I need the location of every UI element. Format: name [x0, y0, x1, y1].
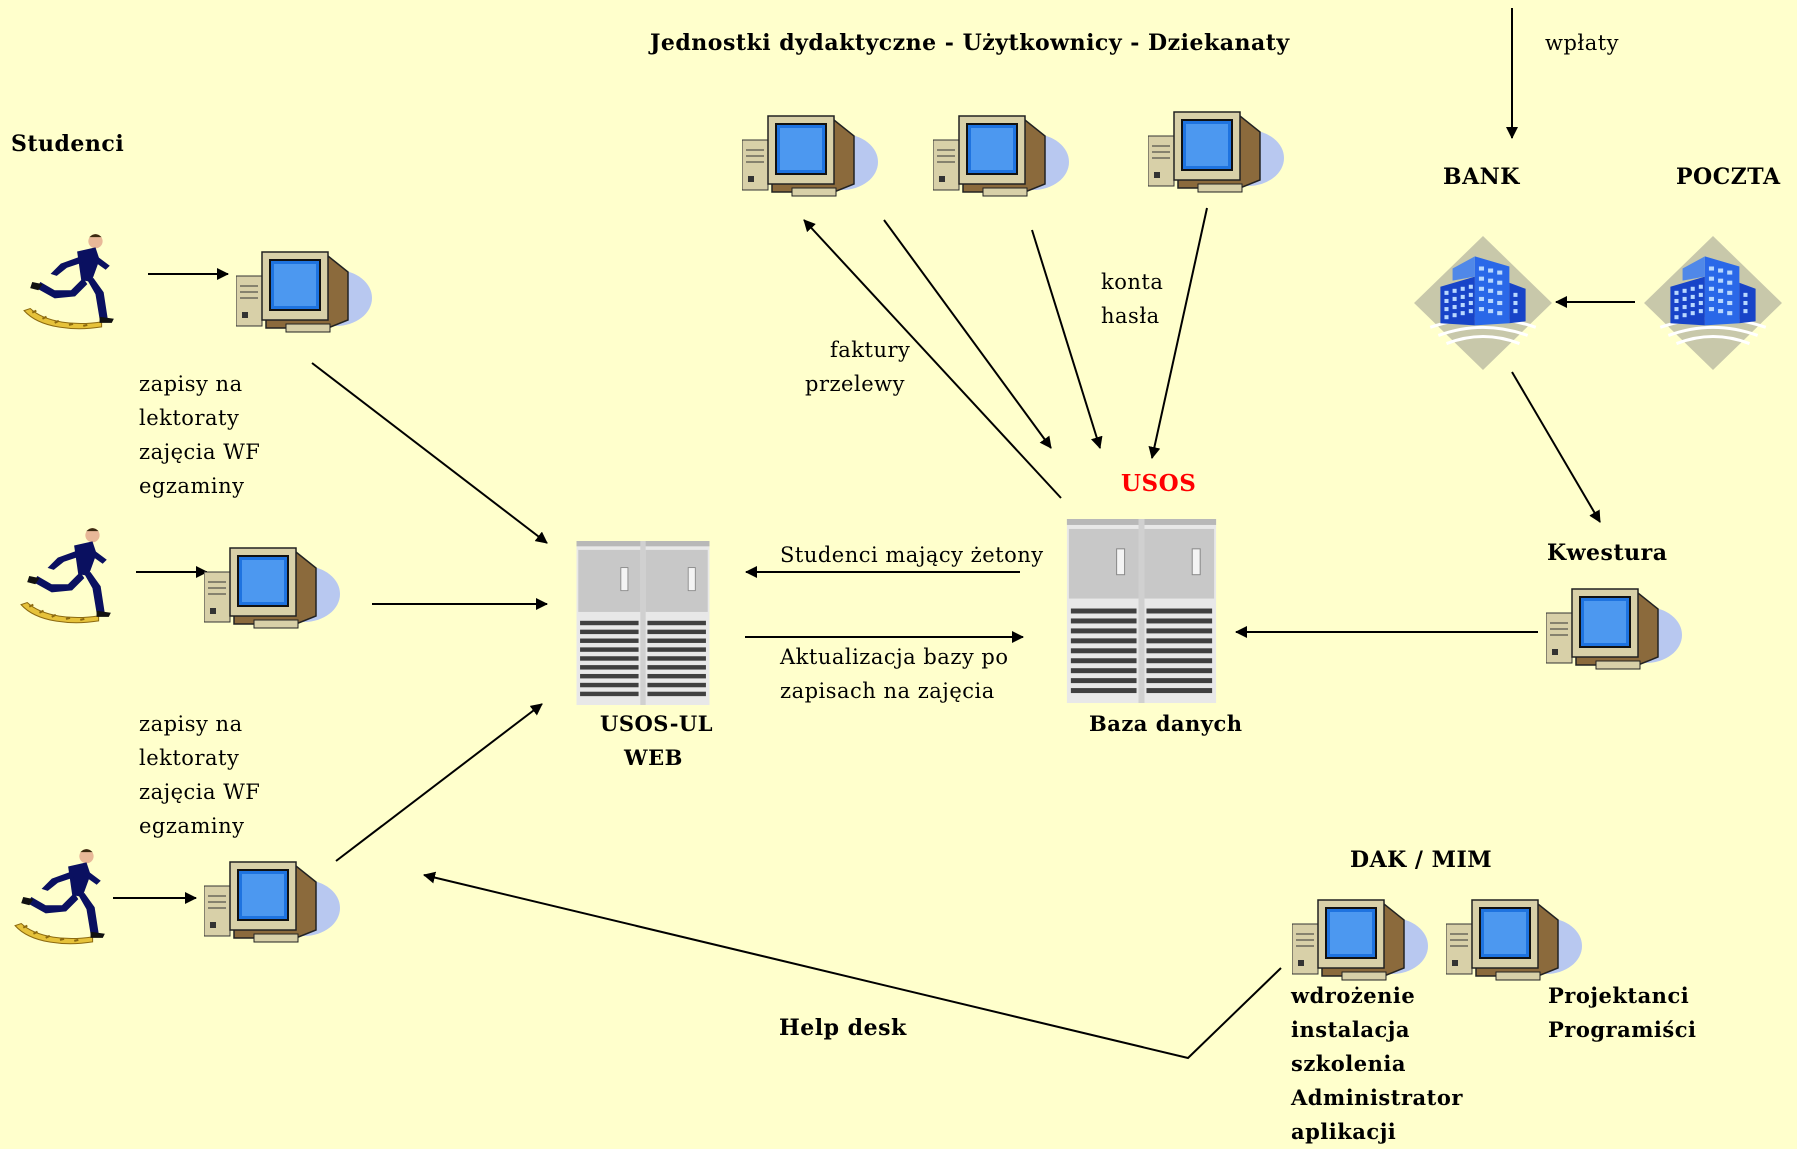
dak-mim-label: DAK / MIM	[1350, 847, 1493, 873]
running-student-icon	[14, 848, 106, 945]
aktualizacja-label: Aktualizacja bazy po	[780, 645, 1009, 669]
computer-icon	[204, 861, 341, 943]
studenci-label: Studenci	[11, 131, 125, 157]
zapisy-line: zapisy na	[139, 712, 243, 736]
computer-icon	[1446, 899, 1583, 981]
computer-icon	[236, 251, 373, 333]
arrow-help-desk	[423, 871, 1282, 1060]
usos-label: USOS	[1121, 470, 1197, 497]
konta-label: konta	[1101, 270, 1164, 294]
zapisy-line: zajęcia WF	[139, 780, 261, 804]
usos-ul-label: USOS-UL	[600, 711, 714, 736]
zapisy-line: egzaminy	[139, 814, 245, 838]
kwestura-label: Kwestura	[1547, 540, 1668, 566]
dak-task-line: aplikacji	[1291, 1119, 1397, 1144]
running-student-icon	[23, 233, 115, 330]
arrow-usos-to-pc-faktury	[803, 219, 1062, 499]
hasla-label: hasła	[1101, 304, 1160, 328]
zapisy-line: lektoraty	[139, 746, 240, 770]
dak-role-line: Projektanci	[1548, 983, 1690, 1008]
running-student-icon	[20, 527, 112, 624]
zapisy-line: zapisy na	[139, 372, 243, 396]
studenci-zetony-label: Studenci mający żetony	[780, 543, 1044, 567]
bank-building-icon	[1412, 234, 1554, 372]
arrow-pc-c-to-usos	[1148, 207, 1208, 459]
computer-icon	[1546, 588, 1683, 670]
przelewy-label: przelewy	[805, 372, 905, 396]
computer-icon	[742, 115, 879, 197]
baza-danych-label: Baza danych	[1089, 711, 1243, 736]
dak-task-line: wdrożenie	[1291, 983, 1416, 1008]
arrow-bank-to-kwestura	[1511, 371, 1601, 523]
aktualizacja-label: zapisach na zajęcia	[780, 679, 995, 703]
poczta-building-icon	[1642, 234, 1784, 372]
help-desk-label: Help desk	[779, 1015, 907, 1041]
computer-icon	[1292, 899, 1429, 981]
poczta-label: POCZTA	[1676, 164, 1781, 190]
dak-task-line: instalacja	[1291, 1017, 1410, 1042]
arrow-pc1-to-web	[311, 362, 548, 544]
zapisy-line: egzaminy	[139, 474, 245, 498]
dak-task-line: Administrator	[1291, 1085, 1463, 1110]
zapisy-line: zajęcia WF	[139, 440, 261, 464]
computer-icon	[1148, 111, 1285, 193]
zapisy-line: lektoraty	[139, 406, 240, 430]
computer-icon	[933, 115, 1070, 197]
arrow-pc-a-to-usos	[883, 219, 1052, 449]
bank-label: BANK	[1443, 164, 1520, 190]
faktury-label: faktury	[830, 338, 911, 362]
dak-role-line: Programiści	[1548, 1017, 1697, 1042]
diagram-title: Jednostki dydaktyczne - Użytkownicy - Dz…	[650, 30, 1290, 56]
usos-ul-web-server-icon	[576, 541, 710, 705]
arrow-pc3-to-web	[335, 703, 543, 862]
arrow-pc-b-to-usos	[1031, 229, 1103, 449]
computer-icon	[204, 547, 341, 629]
dak-task-line: szkolenia	[1291, 1051, 1406, 1076]
wplaty-label: wpłaty	[1545, 31, 1620, 55]
usos-database-server-icon	[1066, 519, 1217, 703]
web-label: WEB	[624, 745, 683, 770]
